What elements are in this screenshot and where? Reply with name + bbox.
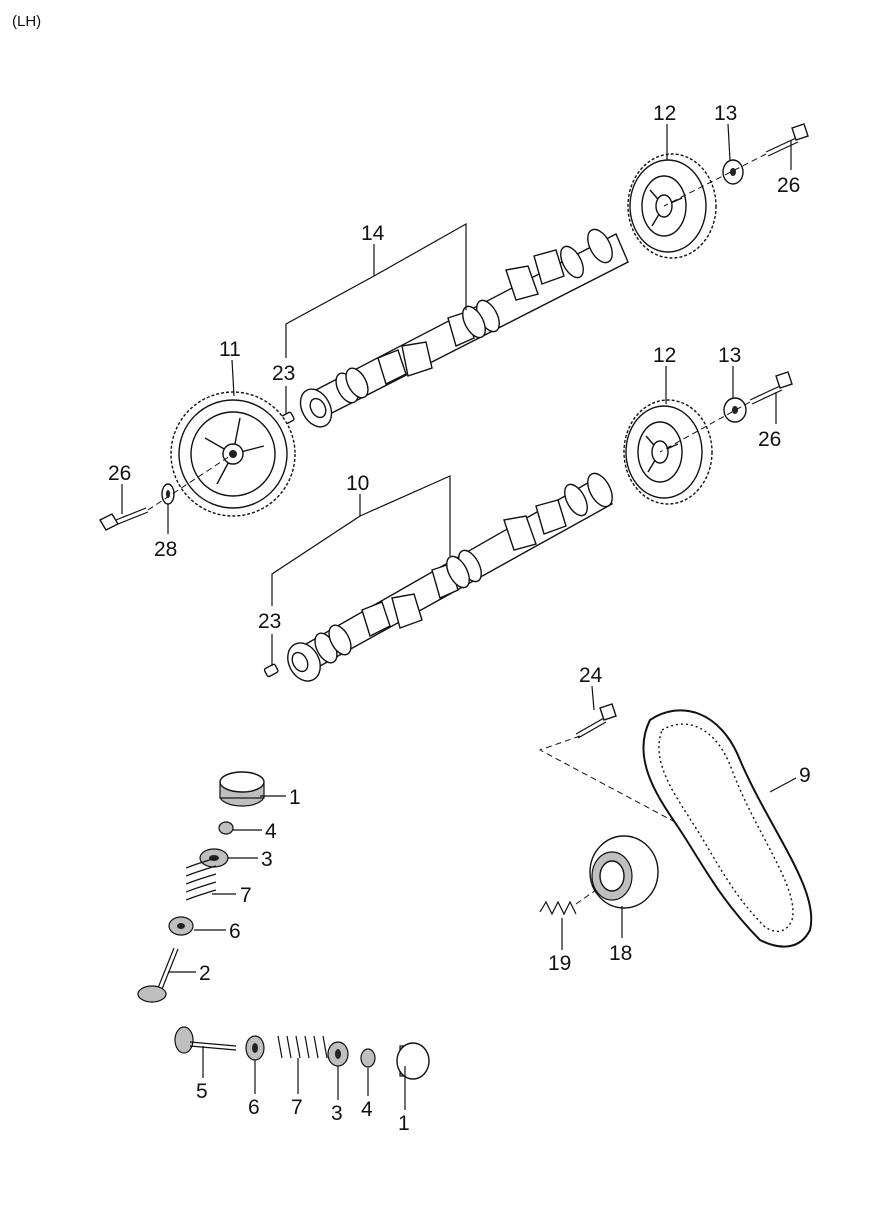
valve-spring-7-upper — [185, 857, 217, 901]
tensioner-18 — [589, 835, 659, 909]
valve-seal-6-upper — [168, 916, 194, 936]
callout-12-upper: 12 — [653, 102, 676, 125]
callout-10: 10 — [346, 472, 369, 495]
callout-4-lower: 4 — [361, 1098, 373, 1121]
callout-19: 19 — [548, 952, 571, 975]
callout-7-lower: 7 — [291, 1096, 303, 1119]
callout-13-upper: 13 — [714, 102, 737, 125]
bolt-26-left — [99, 507, 149, 531]
callout-26-lower-right: 26 — [758, 428, 781, 451]
bolt-24 — [575, 703, 617, 739]
callout-28: 28 — [154, 538, 177, 561]
callout-9: 9 — [799, 764, 811, 787]
callout-11: 11 — [219, 338, 241, 361]
callout-7-upper: 7 — [240, 884, 252, 907]
callout-23-upper: 23 — [272, 362, 295, 385]
valve-tappet-1-upper — [219, 771, 265, 807]
callout-23-lower: 23 — [258, 610, 281, 633]
valve-retainer-3-lower — [327, 1041, 349, 1067]
washer-13-lower — [723, 397, 747, 423]
valve-5 — [174, 1026, 237, 1054]
callout-6-upper: 6 — [229, 920, 241, 943]
callout-6-lower: 6 — [248, 1096, 260, 1119]
valve-spring-7-lower — [277, 1035, 328, 1059]
camshaft-sprocket-12-lower — [623, 399, 713, 505]
callout-3-upper: 3 — [261, 848, 273, 871]
leader-lines — [121, 123, 797, 1110]
callout-13-lower: 13 — [718, 344, 741, 367]
callout-1-upper: 1 — [289, 786, 301, 809]
callout-1-lower: 1 — [398, 1112, 410, 1135]
valve-2 — [137, 947, 179, 1003]
camshaft-lower — [263, 472, 613, 682]
callout-24: 24 — [579, 664, 603, 687]
bolt-26-upper-right — [765, 123, 809, 157]
callout-5: 5 — [196, 1080, 208, 1103]
callout-12-lower: 12 — [653, 344, 676, 367]
timing-belt-9 — [642, 709, 813, 948]
valve-seal-6-lower — [245, 1035, 265, 1061]
camshaft-sprocket-12-upper — [627, 153, 717, 259]
view-side-label: (LH) — [12, 13, 41, 30]
callouts: 1 4 3 7 6 2 5 6 7 3 4 1 14 23 11 26 28 1… — [108, 102, 811, 1135]
callout-18: 18 — [609, 942, 632, 965]
callout-14: 14 — [361, 222, 385, 245]
valve-tappet-1-lower — [396, 1042, 430, 1080]
bolt-26-lower-right — [749, 371, 793, 405]
valve-cotter-4-upper — [218, 821, 234, 835]
callout-3-lower: 3 — [331, 1102, 343, 1125]
callout-26-upper-right: 26 — [777, 174, 800, 197]
camshaft-upper — [279, 228, 629, 428]
washer-13-upper — [722, 159, 744, 185]
tensioner-spring-19 — [539, 889, 597, 916]
callout-2: 2 — [199, 962, 211, 985]
callout-4-upper: 4 — [265, 820, 277, 843]
washer-28 — [161, 483, 175, 505]
callout-26-left: 26 — [108, 462, 131, 485]
valve-cotter-4-lower — [360, 1048, 376, 1068]
